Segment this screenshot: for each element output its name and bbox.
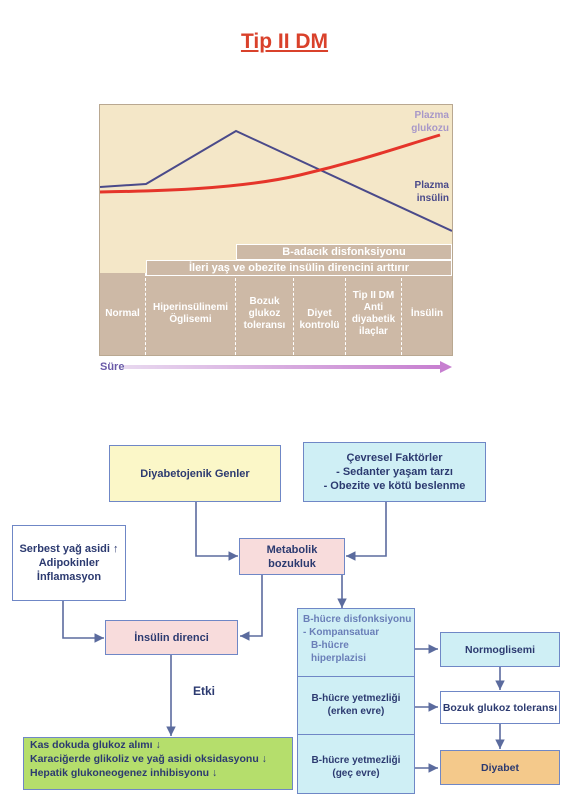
tissue-effects-box: Kas dokuda glukoz alımı ↓ Karaciğerde gl…: [23, 737, 293, 790]
stage-hyperinsulinemia: Hiperinsülinemi Öglisemi: [146, 273, 236, 355]
beta-title: B-hücre disfonksiyonu: [303, 614, 412, 625]
environment-box: Çevresel Faktörler - Sedanter yaşam tarz…: [303, 442, 486, 502]
glucose-line: [100, 133, 441, 194]
insulin-line: [100, 129, 452, 232]
stage-label: İnsülin: [410, 308, 444, 319]
page-title: Tip II DM: [240, 30, 329, 53]
divider: [298, 734, 414, 735]
tissue-effect: Kas dokuda glukoz alımı ↓: [30, 739, 161, 751]
diabetes-box: Diyabet: [440, 750, 560, 785]
chart-lines: [100, 129, 452, 232]
impaired-tolerance-text: Bozuk glukoz toleransı: [442, 701, 558, 714]
glucose-label: Plazma glukozu: [411, 110, 449, 134]
stage-label: Normal: [105, 308, 140, 319]
beta-dysfunction-block: B-hücre disfonksiyonu - Kompansatuar B-h…: [303, 613, 411, 665]
stage-label: Tip II DM Anti diyabetik ilaçlar: [351, 290, 396, 337]
stage-impaired-tolerance: Bozuk glukoz toleransı: [236, 273, 294, 355]
env-title: Çevresel Faktörler: [346, 452, 443, 464]
divider: [298, 676, 414, 677]
age-obesity-band: İleri yaş ve obezite insülin direncini a…: [146, 260, 452, 276]
normoglycemia-text: Normoglisemi: [464, 643, 535, 656]
genes-box: Diyabetojenik Genler: [109, 445, 281, 502]
insulin-resistance-box: İnsülin direnci: [105, 620, 238, 655]
stage-drugs: Tip II DM Anti diyabetik ilaçlar: [346, 273, 402, 355]
beta-item: - Kompansatuar: [303, 627, 380, 638]
beta-early-failure: B-hücre yetmezliği (erken evre): [311, 693, 401, 717]
tissue-effect: Karaciğerde glikoliz ve yağ asidi oksida…: [30, 753, 267, 765]
chart-area: Normal Hiperinsülinemi Öglisemi Bozuk gl…: [99, 104, 453, 356]
stage-normal: Normal: [100, 273, 146, 355]
impaired-tolerance-box: Bozuk glukoz toleransı: [440, 691, 560, 724]
tissue-effect: Hepatik glukoneogenez inhibisyonu ↓: [30, 767, 218, 779]
beta-item: B-hücre: [311, 640, 349, 651]
env-item: - Obezite ve kötü beslenme: [323, 480, 466, 492]
stage-insulin: İnsülin: [402, 273, 452, 355]
insulin-label: Plazma insülin: [414, 180, 449, 204]
beta-item: hiperplazisi: [311, 653, 367, 664]
genes-text: Diyabetojenik Genler: [140, 467, 250, 480]
beta-late-failure: B-hücre yetmezliği (geç evre): [311, 755, 401, 779]
normoglycemia-box: Normoglisemi: [440, 632, 560, 667]
effect-label: Etki: [193, 684, 216, 698]
insulin-resistance-text: İnsülin direnci: [134, 631, 209, 644]
metabolic-disorder-box: Metabolik bozukluk: [239, 538, 345, 575]
diabetes-text: Diyabet: [481, 761, 519, 774]
stage-label: Bozuk glukoz toleransı: [243, 296, 286, 331]
time-label: Süre: [100, 361, 125, 373]
env-item: - Sedanter yaşam tarzı: [336, 466, 453, 478]
time-arrow: [124, 361, 452, 373]
beta-cell-column: B-hücre disfonksiyonu - Kompansatuar B-h…: [297, 608, 415, 794]
stage-label: Hiperinsülinemi Öglisemi: [152, 302, 228, 325]
stage-row: Normal Hiperinsülinemi Öglisemi Bozuk gl…: [100, 273, 452, 355]
beta-dysfunction-band: B-adacık disfonksiyonu: [236, 244, 452, 260]
fat-factors-box: Serbest yağ asidi ↑ Adipokinler İnflamas…: [12, 525, 126, 601]
stage-diet: Diyet kontrolü: [294, 273, 346, 355]
stage-label: Diyet kontrolü: [299, 308, 340, 331]
